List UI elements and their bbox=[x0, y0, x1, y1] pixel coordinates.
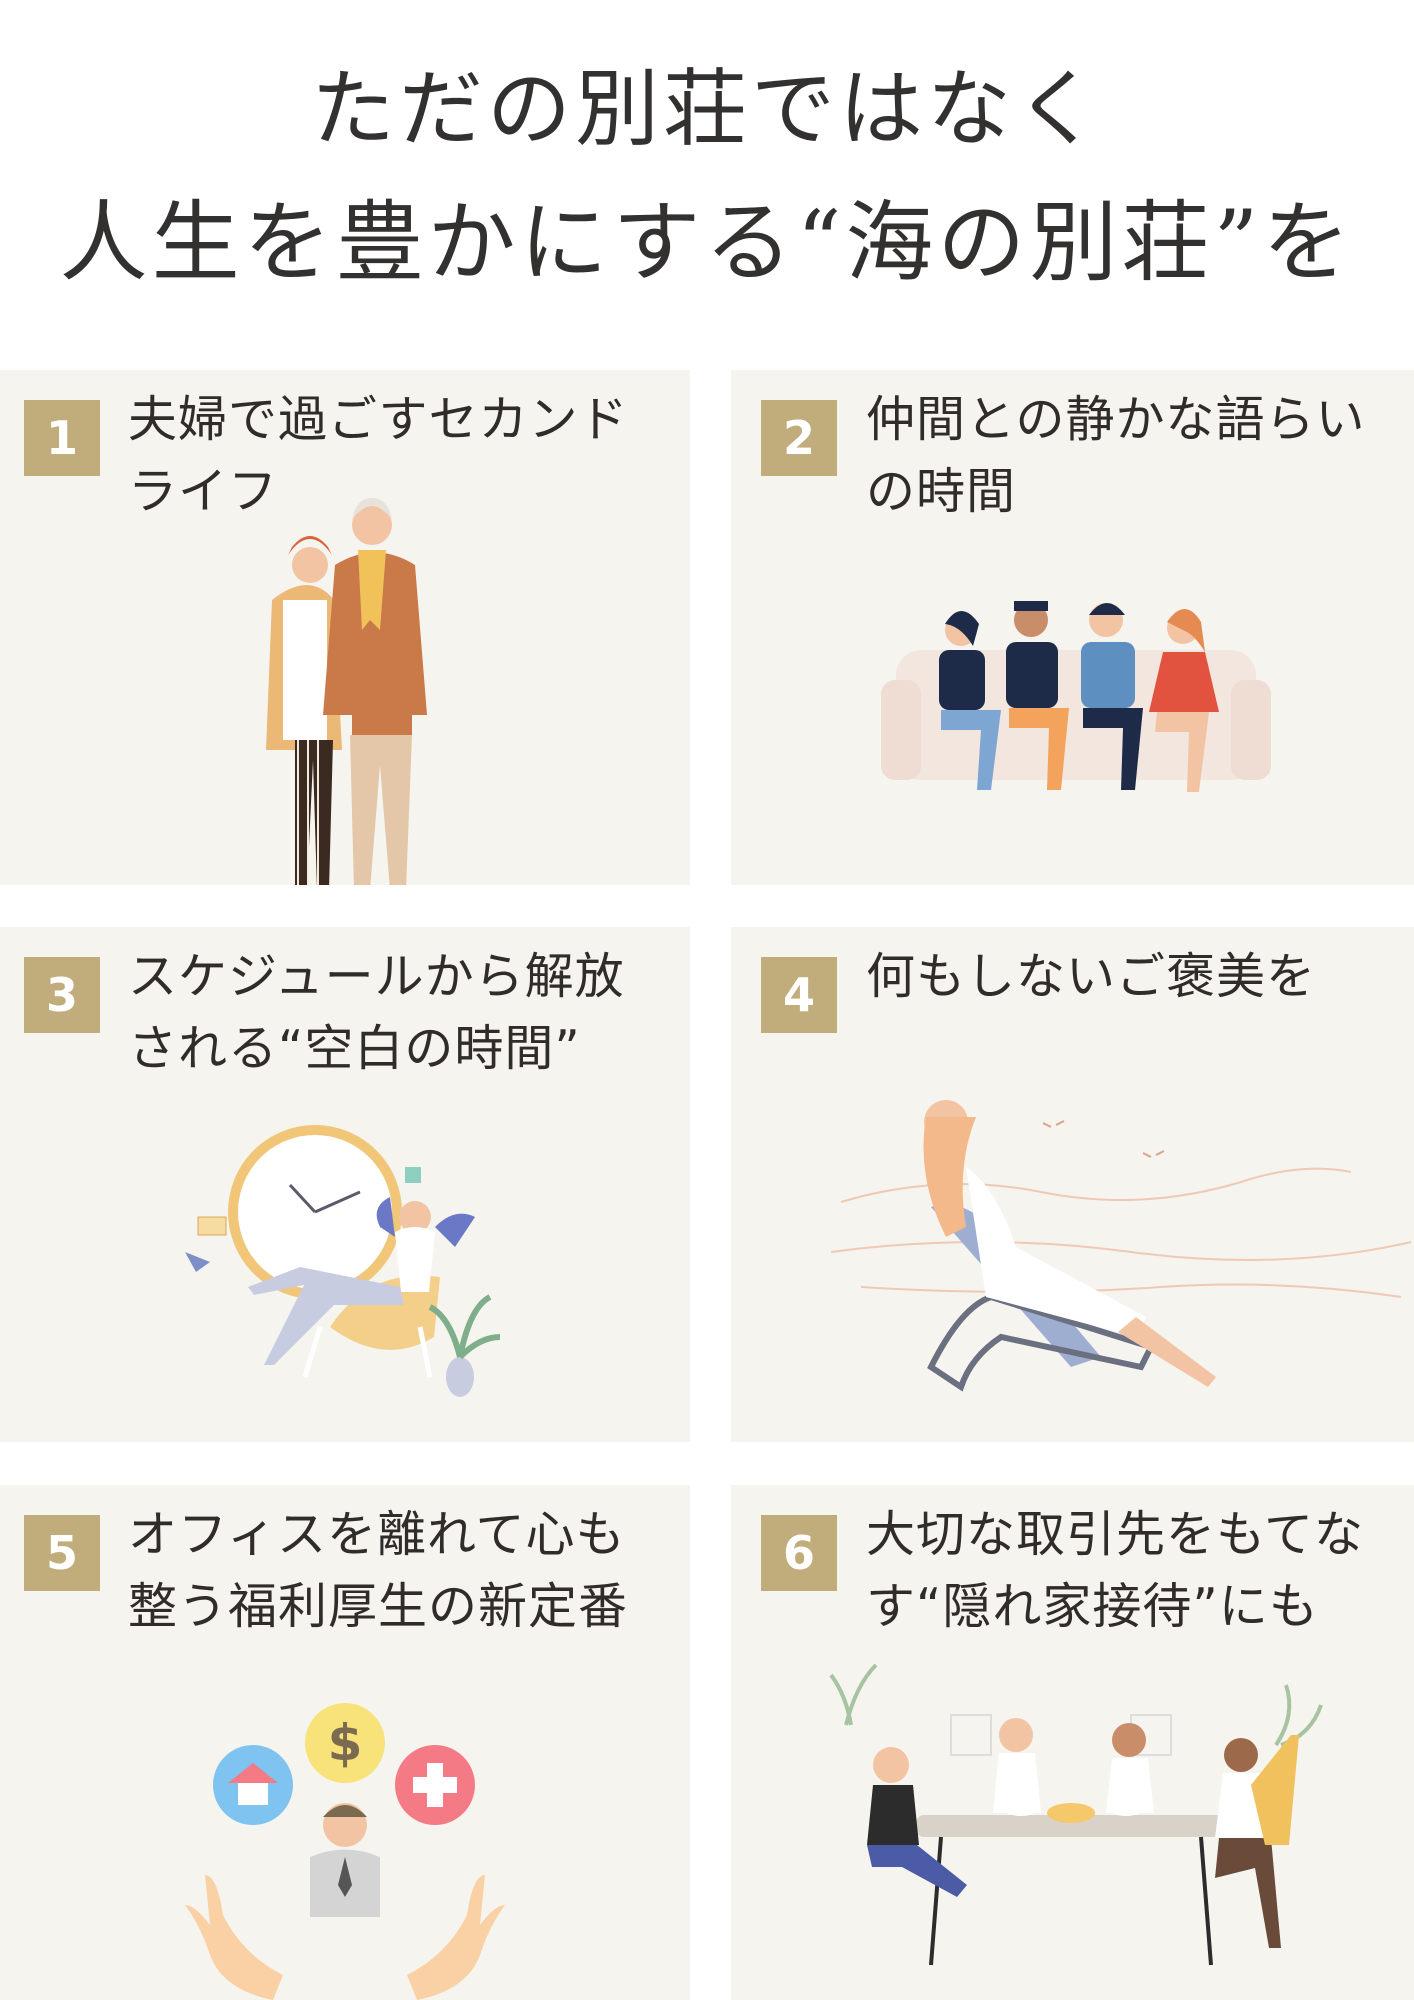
number-badge: 1 bbox=[24, 400, 100, 476]
card-title: 何もしないご褒美を bbox=[866, 948, 1317, 1005]
dinner-party-illustration bbox=[829, 1663, 1323, 1966]
feature-card-6: 6 大切な取引先をもてなす“隠れ家接待”にも bbox=[731, 1485, 1414, 2000]
card-title: 仲間との静かな語らいの時間 bbox=[866, 391, 1366, 520]
feature-card-1: 1 夫婦で過ごすセカンドライフ bbox=[0, 370, 690, 885]
friends-on-sofa-illustration bbox=[881, 601, 1271, 792]
elderly-couple-illustration bbox=[266, 498, 427, 885]
number-badge: 2 bbox=[761, 400, 837, 476]
feature-card-5: 5 オフィスを離れて心も整う福利厚生の新定番 $ bbox=[0, 1485, 690, 2000]
feature-card-3: 3 スケジュールから解放される“空白の時間” bbox=[0, 927, 690, 1442]
card-title: 大切な取引先をもてなす“隠れ家接待”にも bbox=[866, 1506, 1365, 1635]
header: ただの別荘ではなく 人生を豊かにする“海の別荘”を bbox=[0, 0, 1414, 300]
card-title: 夫婦で過ごすセカンドライフ bbox=[128, 391, 629, 520]
welfare-benefits-illustration: $ bbox=[185, 1703, 505, 2000]
woman-beach-chair-illustration bbox=[830, 1100, 1412, 1392]
number-badge: 5 bbox=[24, 1515, 100, 1591]
svg-text:$: $ bbox=[328, 1714, 363, 1772]
number-badge: 4 bbox=[761, 957, 837, 1033]
number-badge: 3 bbox=[24, 957, 100, 1033]
card-title: スケジュールから解放される“空白の時間” bbox=[128, 948, 625, 1077]
card-title: オフィスを離れて心も整う福利厚生の新定番 bbox=[128, 1506, 629, 1635]
page-title-line-1: ただの別荘ではなく bbox=[310, 60, 1103, 158]
relaxing-man-clock-illustration bbox=[185, 1125, 501, 1397]
page-title-line-2: 人生を豊かにする“海の別荘”を bbox=[59, 191, 1355, 294]
number-badge: 6 bbox=[761, 1515, 837, 1591]
feature-card-4: 4 何もしないご褒美を bbox=[731, 927, 1414, 1442]
feature-card-2: 2 仲間との静かな語らいの時間 bbox=[731, 370, 1414, 885]
